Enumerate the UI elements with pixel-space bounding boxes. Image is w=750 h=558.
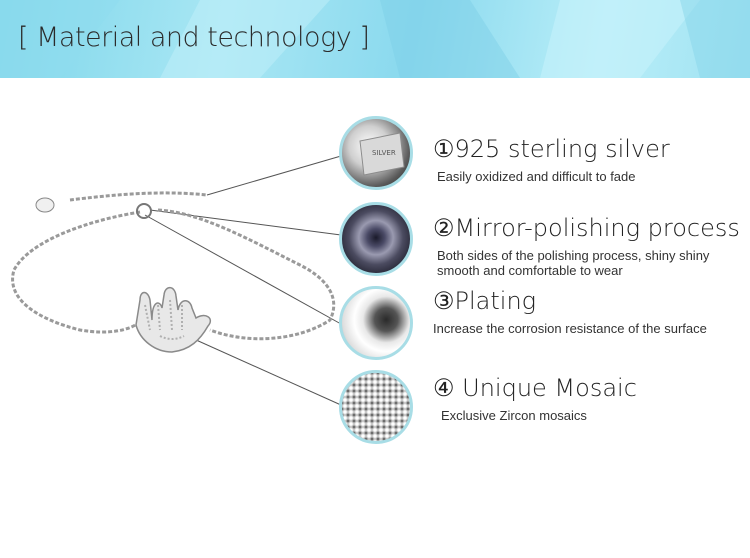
plating-detail-image <box>339 286 413 360</box>
bracelet-chain <box>11 191 336 341</box>
feature-description: Easily oxidized and difficult to fade <box>437 169 636 184</box>
feature-title: ①925 sterling silver <box>433 135 670 163</box>
section-title: [ Material and technology ] <box>18 22 370 53</box>
feature-description: Both sides of the polishing process, shi… <box>437 248 710 278</box>
feature-description: Exclusive Zircon mosaics <box>441 408 587 423</box>
silver-bar-detail-image: SILVER <box>339 116 413 190</box>
feature-polishing: ②Mirror-polishing process Both sides of … <box>433 214 740 278</box>
banner-pattern <box>0 0 750 78</box>
feature-plating: ③Plating Increase the corrosion resistan… <box>433 287 733 336</box>
end-tag <box>35 197 55 213</box>
zircon-detail-image <box>339 370 413 444</box>
feature-title: ④ Unique Mosaic <box>433 374 637 402</box>
polishing-detail-image <box>339 202 413 276</box>
clasp-ring <box>136 203 152 219</box>
header-banner: [ Material and technology ] <box>0 0 750 78</box>
feature-description: Increase the corrosion resistance of the… <box>433 321 707 336</box>
feature-mosaic: ④ Unique Mosaic Exclusive Zircon mosaics <box>433 374 741 423</box>
connector-lines <box>144 155 342 406</box>
feature-silver: ①925 sterling silver Easily oxidized and… <box>433 135 737 184</box>
feature-title: ②Mirror-polishing process <box>433 214 740 242</box>
svg-text:SILVER: SILVER <box>372 149 396 157</box>
feature-title: ③Plating <box>433 287 537 315</box>
silver-bar-icon: SILVER <box>359 132 405 176</box>
hamsa-charm <box>135 286 212 353</box>
bracelet-image <box>11 155 342 406</box>
